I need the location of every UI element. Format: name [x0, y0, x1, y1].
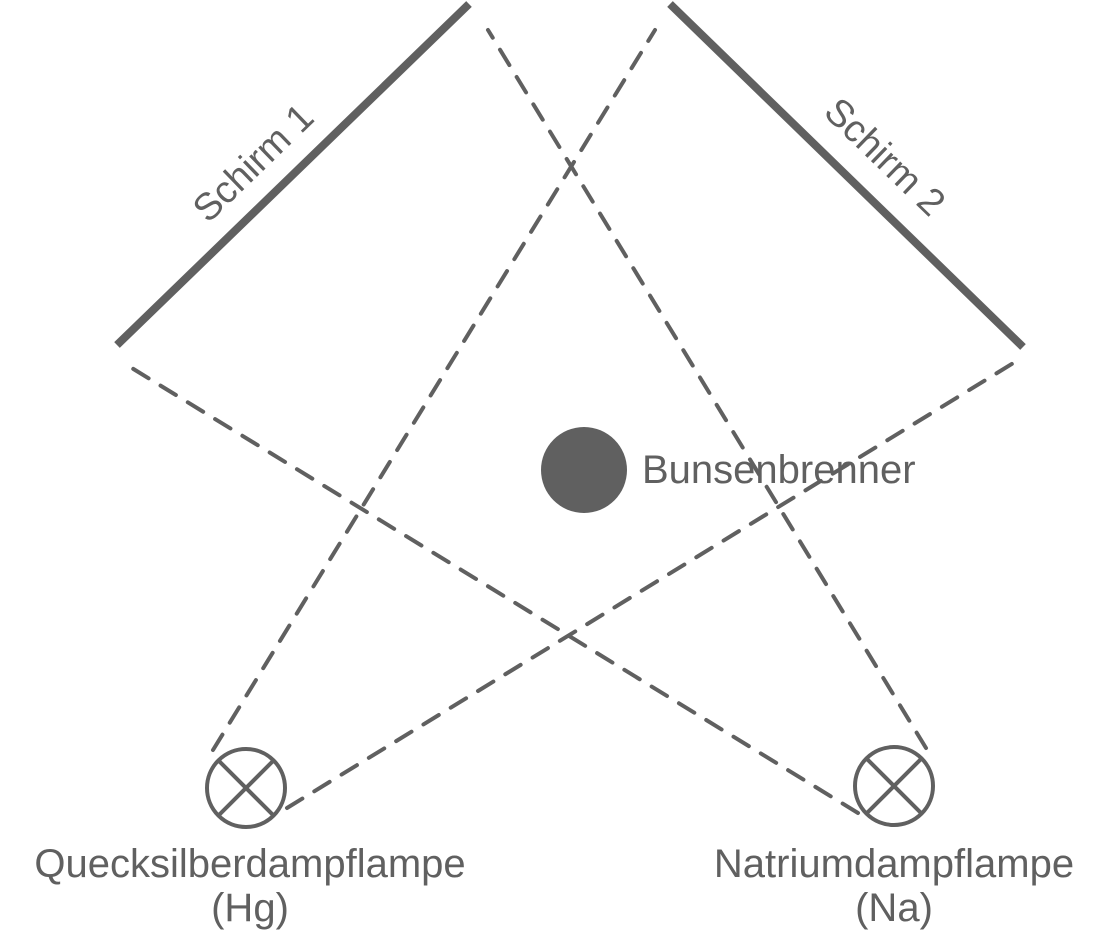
lamp-na-label: Natriumdampflampe (Na)	[680, 842, 1108, 930]
lamp-hg-label: Quecksilberdampflampe (Hg)	[0, 842, 500, 930]
bunsen-burner-icon	[541, 427, 627, 513]
ray-na-to-schirm1-top	[486, 28, 928, 750]
ray-hg-to-schirm2-top	[211, 28, 657, 752]
screen-2	[667, 1, 1026, 350]
ray-na-to-schirm1-bottom	[120, 360, 860, 815]
lamp-na-name: Natriumdampflampe	[713, 842, 1075, 886]
lamp-na-symbol: (Na)	[855, 886, 933, 930]
screen-1	[114, 1, 472, 348]
lamp-hg-symbol: (Hg)	[211, 886, 289, 930]
bunsen-burner-label: Bunsenbrenner	[642, 448, 916, 492]
lamp-hg-name: Quecksilberdampflampe	[34, 842, 466, 886]
lamp-hg-icon	[205, 747, 287, 829]
ray-hg-to-schirm2-bottom	[285, 360, 1017, 810]
screen-2-label: Schirm 2	[816, 90, 953, 224]
lamp-na-icon	[853, 745, 935, 827]
